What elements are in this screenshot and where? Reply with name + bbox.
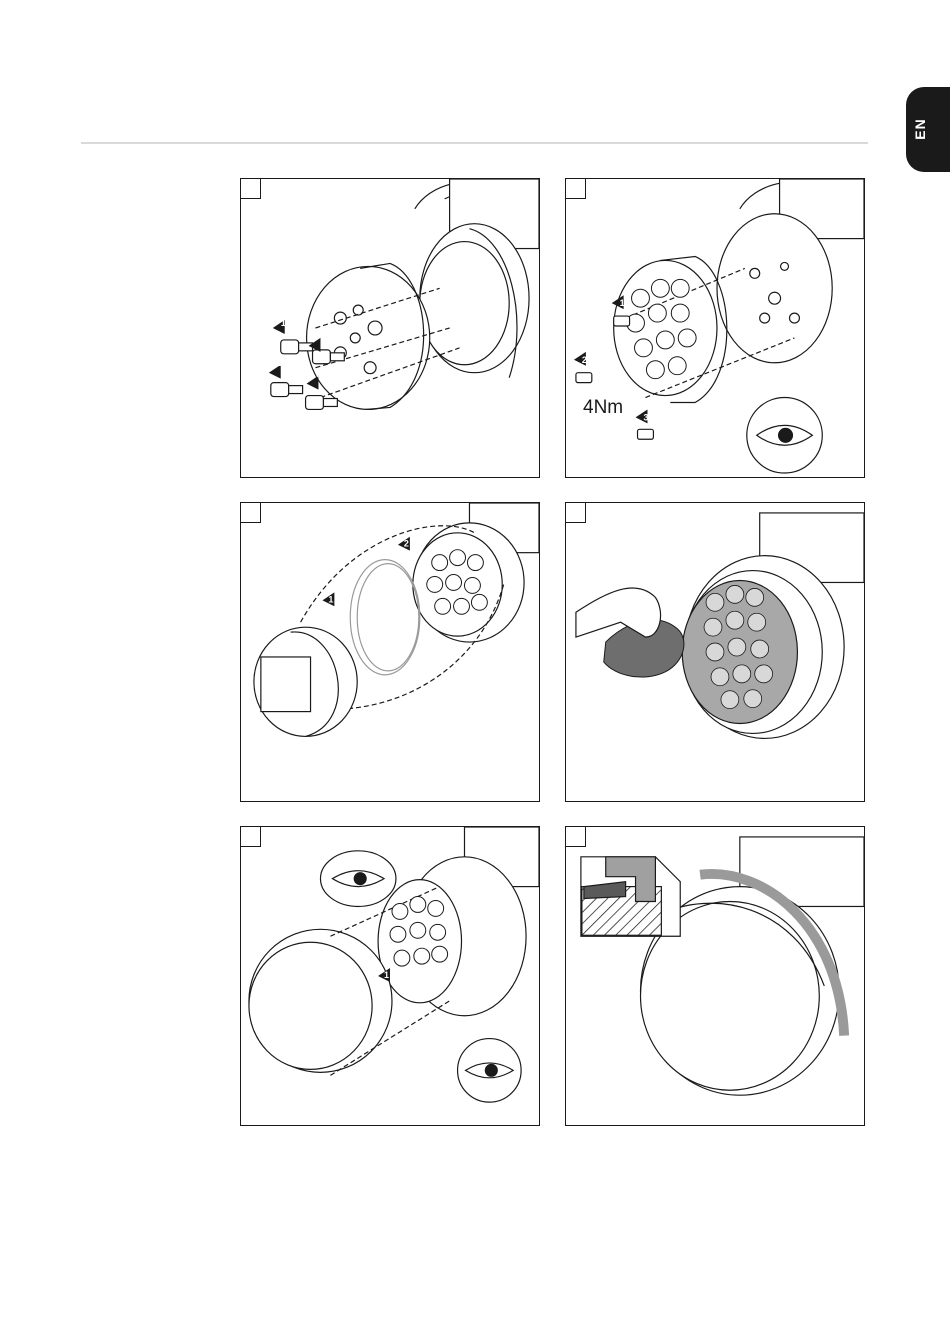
section-detail-callout (581, 857, 680, 936)
step-number-box (241, 827, 261, 847)
callout-number: 3 (643, 412, 648, 422)
step-panel-1: 1 2 3 4 (240, 178, 540, 478)
eye-icon (458, 1039, 522, 1103)
callout-number: 3 (316, 370, 321, 380)
callout-number: 1 (620, 298, 625, 308)
language-tab-label: EN (912, 118, 928, 139)
step-panel-6 (565, 826, 865, 1126)
step-number-box (241, 503, 261, 523)
header-rule (81, 142, 868, 144)
step-number-box (566, 179, 586, 199)
illustration-gasket: 12 (241, 503, 539, 801)
step-panel-2: 4Nm 1 (565, 178, 865, 478)
illustration-section-detail (566, 827, 864, 1125)
illustration-inspection: 1 (241, 827, 539, 1125)
language-tab[interactable]: EN (906, 87, 950, 172)
step-number-box (566, 827, 586, 847)
step-panel-5: 1 (240, 826, 540, 1126)
illustration-contact-plate: 1 2 3 (566, 179, 864, 477)
illustration-mount-plate: 1 2 3 4 (241, 179, 539, 477)
illustration-cleaning (566, 503, 864, 801)
callout-number: 2 (404, 539, 409, 549)
eye-icon (747, 398, 822, 473)
torque-value: 4Nm (583, 397, 623, 419)
step-number-box (566, 503, 586, 523)
hand-shape (576, 588, 661, 637)
step-panel-4 (565, 502, 865, 802)
eye-icon (320, 851, 395, 907)
callout-number: 2 (324, 336, 329, 346)
callout-number: 1 (384, 970, 389, 980)
callout-number: 4 (279, 360, 284, 370)
callout-number: 1 (328, 594, 333, 604)
step-number-box (241, 179, 261, 199)
callout-number: 2 (582, 355, 587, 365)
callout-number: 1 (281, 318, 286, 328)
